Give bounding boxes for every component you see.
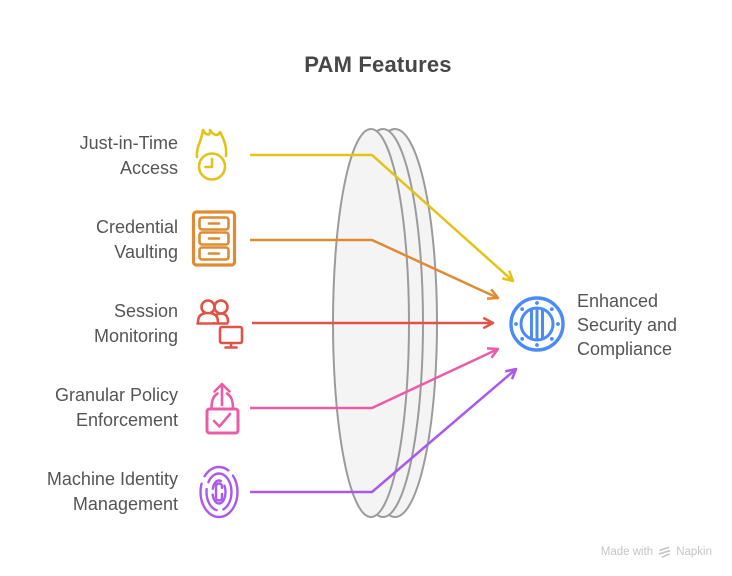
page-title: PAM Features <box>304 52 452 77</box>
security-badge-icon <box>509 296 565 352</box>
vault-cabinet-icon <box>191 210 237 267</box>
arrow-credential-vaulting <box>250 238 500 300</box>
arrow-granular-policy <box>250 347 500 410</box>
lock-check-arrow-icon <box>205 382 240 435</box>
feature-label-machine-identity: Machine Identity Management <box>46 469 178 514</box>
feature-label-credential-vaulting: Credential Vaulting <box>95 217 178 262</box>
footer-brand: Napkin <box>676 546 712 558</box>
feature-label-session-monitoring: Session Monitoring <box>93 301 178 346</box>
arrow-just-in-time <box>250 153 515 283</box>
arrow-machine-identity <box>250 367 518 494</box>
outcome-label: Enhanced Security and Compliance <box>577 291 678 359</box>
fingerprint-icon <box>199 465 239 519</box>
footer-prefix: Made with <box>600 546 654 558</box>
feature-label-granular-policy: Granular Policy Enforcement <box>54 385 178 430</box>
napkin-logo-icon <box>658 546 671 558</box>
flame-clock-icon <box>195 128 228 181</box>
arrow-session-monitoring <box>252 316 495 330</box>
made-with-napkin-badge: Made with Napkin <box>601 546 712 558</box>
feature-label-just-in-time: Just-in-Time Access <box>79 133 178 178</box>
users-monitor-icon <box>196 299 244 349</box>
